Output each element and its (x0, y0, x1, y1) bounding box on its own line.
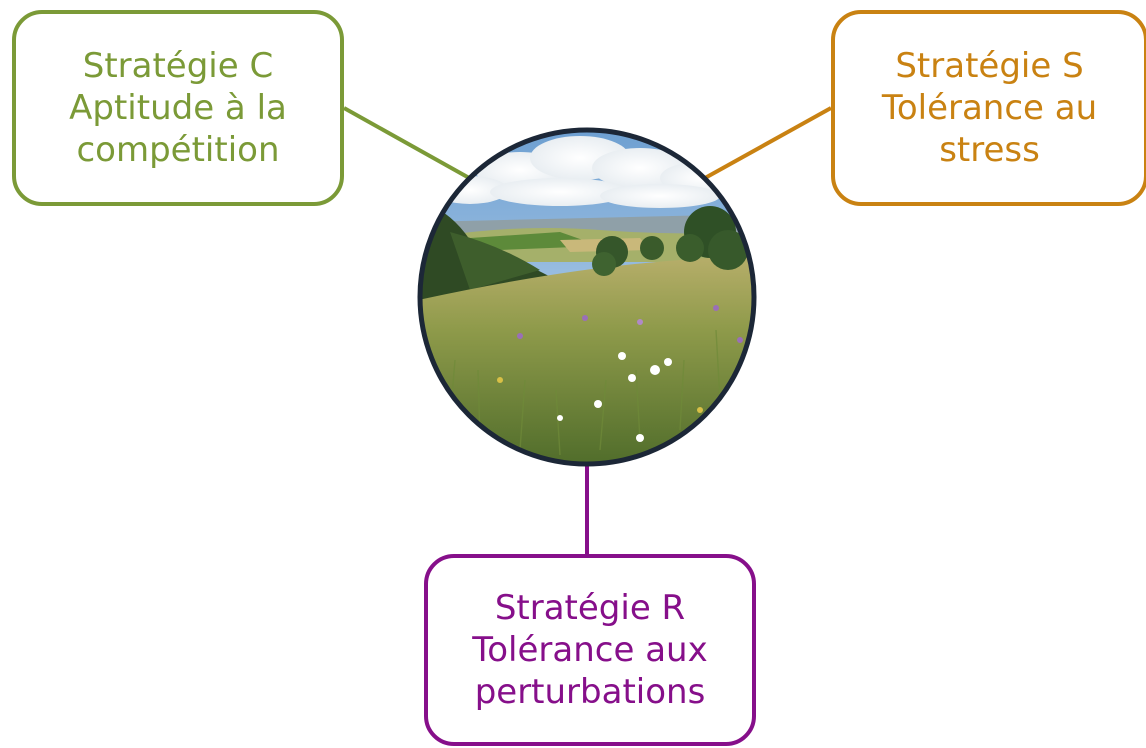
strategy-r-line2: perturbations (474, 672, 706, 712)
strategy-c-box: Stratégie C Aptitude à la compétition (12, 10, 344, 206)
strategy-s-line1: Tolérance au (881, 88, 1098, 128)
wildflowers (497, 305, 743, 442)
strategy-r-box: Stratégie R Tolérance aux perturbations (424, 554, 756, 746)
connector-line-c (343, 106, 472, 181)
photo-circle-border (417, 127, 757, 467)
strategy-s-box: Stratégie S Tolérance au stress (831, 10, 1146, 206)
connector-line-s (704, 106, 832, 180)
strategy-c-line1: Aptitude à la (69, 88, 287, 128)
strategy-c-title: Stratégie C (82, 46, 274, 86)
strategy-s-title: Stratégie S (895, 46, 1084, 86)
strategy-r-line1: Tolérance aux (472, 630, 708, 670)
strategy-r-title: Stratégie R (494, 588, 686, 628)
strategy-c-line2: compétition (76, 130, 280, 170)
strategy-s-line2: stress (939, 130, 1040, 170)
